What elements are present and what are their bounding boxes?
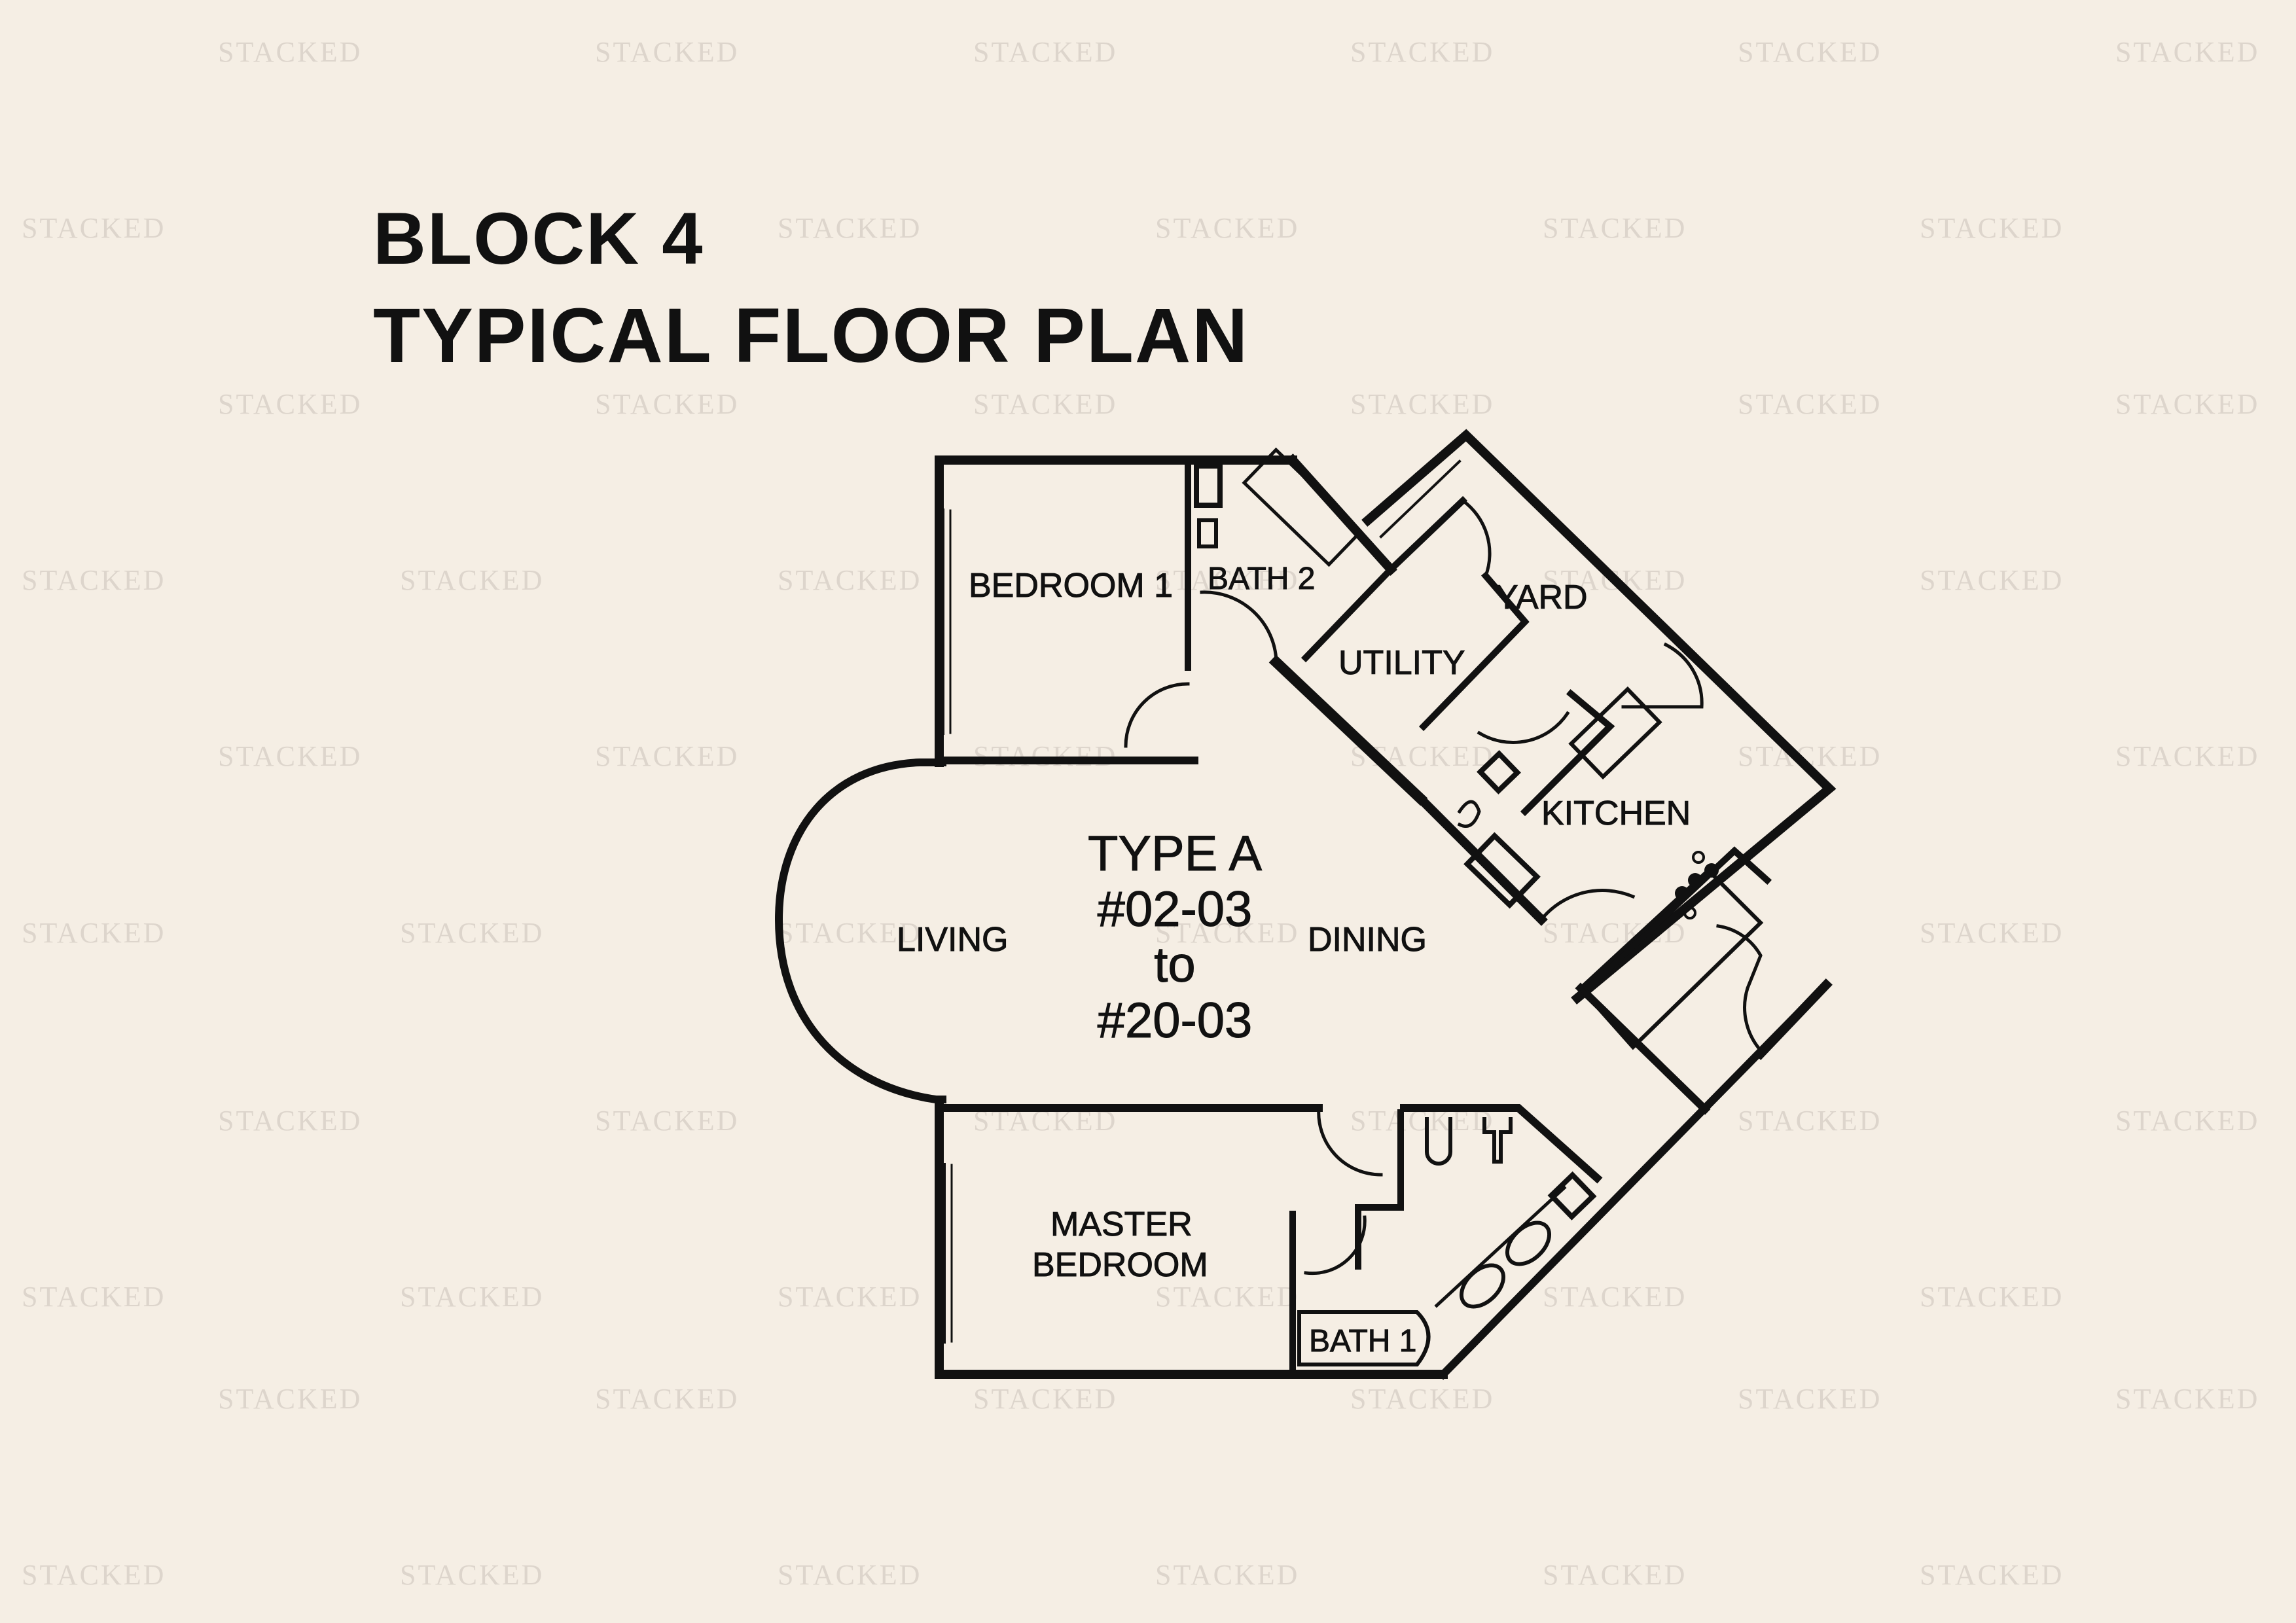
watermark-text: STACKED xyxy=(1543,1559,1687,1591)
watermark-text: STACKED xyxy=(1155,917,1300,949)
watermark-text: STACKED xyxy=(218,1383,363,1415)
watermark-text: STACKED xyxy=(22,1281,166,1313)
block-title: BLOCK 4 xyxy=(373,198,704,279)
watermark-text: STACKED xyxy=(1543,212,1687,244)
watermark-text: STACKED xyxy=(22,1559,166,1591)
watermark-text: STACKED xyxy=(1155,1281,1300,1313)
watermark-text: STACKED xyxy=(1155,1559,1300,1591)
kitchen-label: KITCHEN xyxy=(1541,794,1691,832)
watermark-text: STACKED xyxy=(400,564,545,596)
watermark-text: STACKED xyxy=(778,564,922,596)
watermark-text: STACKED xyxy=(973,740,1118,772)
watermark-text: STACKED xyxy=(1155,564,1300,596)
watermark-text: STACKED xyxy=(778,212,922,244)
watermark-text: STACKED xyxy=(1920,212,2064,244)
bedroom1-walls xyxy=(935,455,1297,767)
watermark-text: STACKED xyxy=(1738,1383,1882,1415)
watermark-text: STACKED xyxy=(2115,1383,2260,1415)
watermark-text: STACKED xyxy=(778,917,922,949)
watermark-text: STACKED xyxy=(1543,1281,1687,1313)
yard-label: YARD xyxy=(1496,579,1588,616)
watermark-text: STACKED xyxy=(218,388,363,420)
watermark-text: STACKED xyxy=(1738,388,1882,420)
watermark-text: STACKED xyxy=(22,564,166,596)
unit-range-start: #02-03 xyxy=(1098,882,1253,937)
bath1-label: BATH 1 xyxy=(1309,1324,1416,1359)
watermark-text: STACKED xyxy=(595,1383,740,1415)
watermark-text: STACKED xyxy=(1738,36,1882,68)
watermark-text: STACKED xyxy=(778,1281,922,1313)
dining-label: DINING xyxy=(1308,921,1427,959)
watermark-text: STACKED xyxy=(22,917,166,949)
watermark-text: STACKED xyxy=(1350,1383,1495,1415)
watermark-text: STACKED xyxy=(218,36,363,68)
watermark-text: STACKED xyxy=(973,36,1118,68)
unit-range-end: #20-03 xyxy=(1098,993,1253,1048)
watermark-text: STACKED xyxy=(218,1105,363,1137)
watermark-text: STACKED xyxy=(2115,740,2260,772)
watermark-text: STACKED xyxy=(595,740,740,772)
unit-range-to: to xyxy=(1154,937,1195,993)
watermark-text: STACKED xyxy=(400,917,545,949)
watermark-text: STACKED xyxy=(595,1105,740,1137)
watermark-text: STACKED xyxy=(1920,564,2064,596)
watermark-text: STACKED xyxy=(973,1383,1118,1415)
watermark-text: STACKED xyxy=(22,212,166,244)
watermark-text: STACKED xyxy=(778,1559,922,1591)
watermark-text: STACKED xyxy=(1155,212,1300,244)
watermark-text: STACKED xyxy=(595,36,740,68)
bath2-label: BATH 2 xyxy=(1208,562,1315,596)
master-bedroom-label-1: MASTER xyxy=(1050,1205,1193,1243)
watermark-text: STACKED xyxy=(218,740,363,772)
utility-label: UTILITY xyxy=(1338,644,1465,682)
watermark-text: STACKED xyxy=(1738,1105,1882,1137)
watermark-text: STACKED xyxy=(1920,1281,2064,1313)
bedroom1-label: BEDROOM 1 xyxy=(969,567,1173,605)
master-bedroom-label-2: BEDROOM xyxy=(1032,1246,1208,1284)
watermark-text: STACKED xyxy=(1920,1559,2064,1591)
plan-title: TYPICAL FLOOR PLAN xyxy=(373,293,1249,379)
living-label: LIVING xyxy=(897,921,1009,959)
watermark-text: STACKED xyxy=(400,1281,545,1313)
watermark-text: STACKED xyxy=(973,388,1118,420)
watermark-text: STACKED xyxy=(2115,1105,2260,1137)
watermark-text: STACKED xyxy=(2115,388,2260,420)
unit-type-label: TYPE A xyxy=(1088,826,1262,882)
watermark-text: STACKED xyxy=(2115,36,2260,68)
watermark-text: STACKED xyxy=(1350,36,1495,68)
watermark-text: STACKED xyxy=(595,388,740,420)
watermark-text: STACKED xyxy=(400,1559,545,1591)
watermark-text: STACKED xyxy=(1350,388,1495,420)
watermark-text: STACKED xyxy=(1920,917,2064,949)
